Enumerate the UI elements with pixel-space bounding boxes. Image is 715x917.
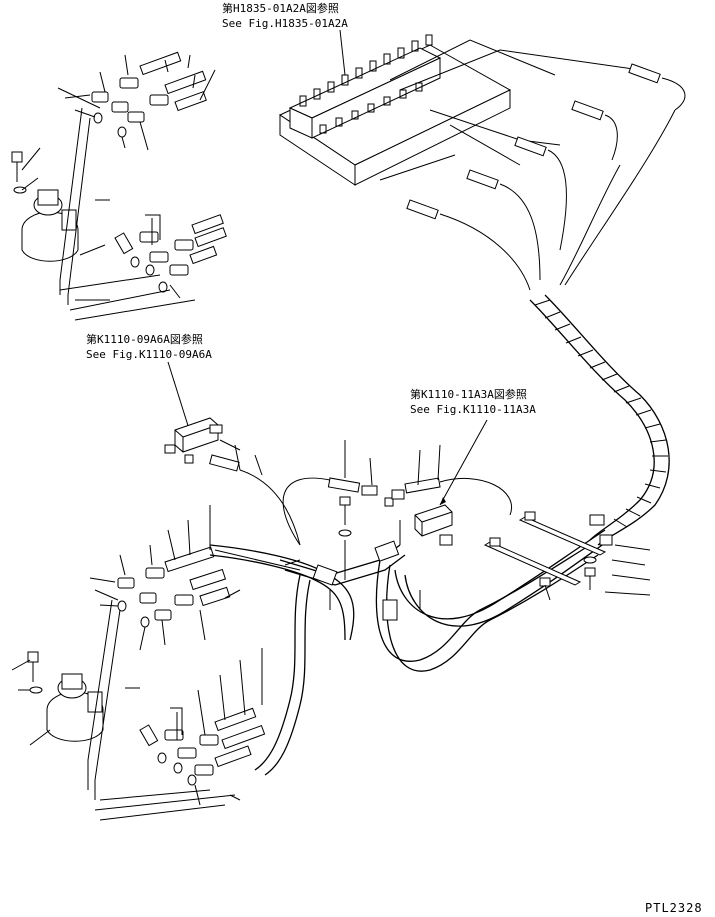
reference-label-left-valve[interactable]: 第K1110-09A6A図参照 See Fig.K1110-09A6A xyxy=(86,332,212,361)
leader-line xyxy=(167,361,191,433)
reference-en: See Fig.K1110-09A6A xyxy=(86,348,212,361)
ppc-valve-lower xyxy=(11,651,104,746)
reference-jp: 第H1835-01A2A図参照 xyxy=(222,1,339,15)
fitting-set-upper-right xyxy=(59,214,227,321)
reference-label-valve-block[interactable]: 第H1835-01A2A図参照 See Fig.H1835-01A2A xyxy=(222,1,348,30)
leader-line xyxy=(439,419,488,506)
hose-pair-middle xyxy=(282,440,513,580)
ppc-valve-upper xyxy=(11,147,79,262)
spiral-guard-bundle xyxy=(529,294,670,546)
drawing-code: PTL2328 xyxy=(645,901,703,915)
hose-bundle-middle xyxy=(209,520,613,776)
fitting-set-lower-right xyxy=(94,648,266,821)
hose-set-upper xyxy=(379,39,686,291)
fitting-set-lower-left xyxy=(87,505,301,800)
leader-arrowhead xyxy=(440,497,446,505)
fitting-set-upper-left xyxy=(57,51,216,305)
leader-line xyxy=(339,29,346,76)
reference-en: See Fig.H1835-01A2A xyxy=(222,17,348,30)
reference-label-right-valve[interactable]: 第K1110-11A3A図参照 See Fig.K1110-11A3A xyxy=(410,387,536,416)
valve-left-middle xyxy=(164,417,301,546)
mounting-brackets-right xyxy=(483,511,651,601)
reference-en: See Fig.K1110-11A3A xyxy=(410,403,536,416)
reference-jp: 第K1110-11A3A図参照 xyxy=(410,387,527,401)
control-valve-block xyxy=(278,34,512,186)
reference-jp: 第K1110-09A6A図参照 xyxy=(86,332,203,346)
valve-right-middle xyxy=(384,497,453,546)
